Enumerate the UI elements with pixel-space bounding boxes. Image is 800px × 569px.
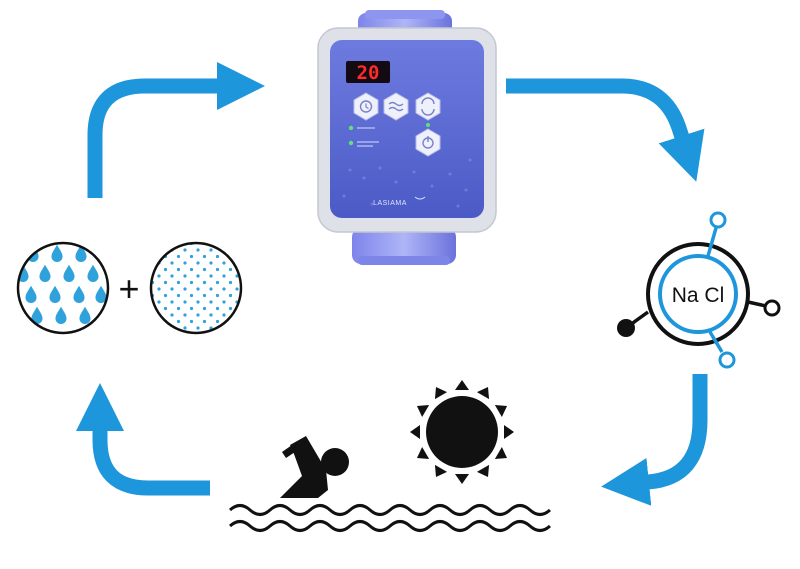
clock-icon [359, 100, 373, 113]
atom-node-top [709, 211, 727, 229]
nacl-molecule: Na Cl [617, 211, 781, 369]
brand-swoosh-icon [414, 196, 426, 200]
plus-sign: + [118, 268, 139, 309]
arrow-to-water [75, 382, 210, 496]
atom-node-bottom [718, 351, 736, 369]
arrow-to-device [87, 61, 266, 198]
salt-label: Na Cl [672, 284, 725, 307]
atom-node-right [763, 299, 781, 317]
mode-button [383, 92, 409, 121]
indicator-led-2 [348, 140, 354, 146]
power-button [415, 128, 441, 157]
chlorinator-device: 20 [317, 10, 497, 265]
control-panel [330, 40, 484, 218]
water-waves [228, 504, 552, 532]
indicator-led-1 [348, 125, 354, 131]
cycle-icon [421, 97, 435, 116]
water-drops-circle [16, 241, 110, 335]
arrow-to-pool [601, 374, 708, 506]
clock-button [353, 92, 379, 121]
indicator-led-3 [426, 123, 430, 127]
led-display [346, 61, 390, 83]
salt-particles-circle [149, 241, 243, 335]
display-value: 20 [357, 62, 380, 84]
atom-node-left [617, 319, 635, 337]
sun-icon [410, 380, 514, 484]
pipe-bottom [352, 228, 456, 264]
cycle-arrows [75, 61, 708, 506]
arrow-to-salt [506, 78, 705, 182]
brand-logo: LASIAMA [373, 200, 407, 207]
swimmer-icon [280, 436, 349, 498]
waves-icon [388, 101, 404, 112]
cycle-button [415, 92, 441, 121]
